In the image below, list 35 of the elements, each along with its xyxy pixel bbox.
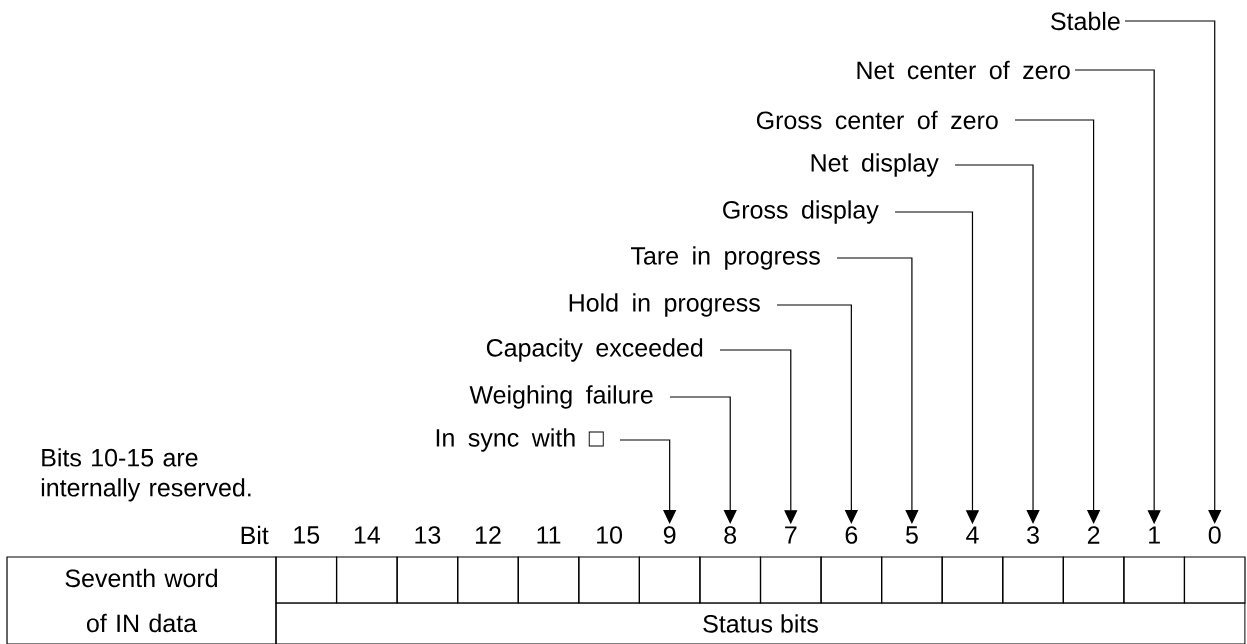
arrow	[954, 164, 1040, 524]
bit-number: 10	[597, 526, 622, 544]
status-label: Gross display	[723, 200, 879, 224]
bit-number: 0	[1208, 526, 1221, 544]
status-label: Weighing failure	[469, 385, 653, 409]
bit-number: 5	[905, 526, 918, 544]
status-label: Net display	[811, 153, 939, 177]
bit-number: 3	[1027, 526, 1039, 544]
arrow	[1124, 20, 1222, 524]
status-label: Capacity exceeded	[486, 338, 703, 362]
status-label: Gross center of zero	[756, 110, 998, 130]
bit-number: 12	[475, 526, 501, 544]
status-label: Net center of zero	[857, 60, 1070, 80]
arrow	[619, 439, 677, 524]
status-label: In sync with □	[436, 428, 604, 452]
bit-number: 1	[1149, 526, 1160, 544]
status-label: Tare in progress	[631, 246, 820, 270]
table-cell: Seventh word of IN data	[6, 556, 277, 644]
bit-number: 7	[785, 526, 797, 544]
bit-number: 14	[354, 526, 380, 544]
table-cell: Status bits	[275, 602, 1246, 644]
arrow	[776, 304, 858, 524]
bit-number: 9	[663, 526, 676, 544]
bit-number: 15	[294, 526, 320, 544]
status-label: Stable	[1051, 11, 1120, 31]
bit-number: 4	[966, 526, 979, 544]
bit-number: 11	[537, 526, 561, 544]
bit-number: 2	[1087, 526, 1100, 544]
bit-number: 6	[845, 526, 858, 544]
note-text: Bits 10-15 are internally reserved.	[41, 448, 251, 502]
status-label: Hold in progress	[569, 293, 760, 317]
bit-number: Bit	[241, 525, 269, 545]
bit-number: 13	[415, 526, 441, 544]
arrow	[669, 396, 737, 524]
bit-number: 8	[724, 526, 737, 544]
